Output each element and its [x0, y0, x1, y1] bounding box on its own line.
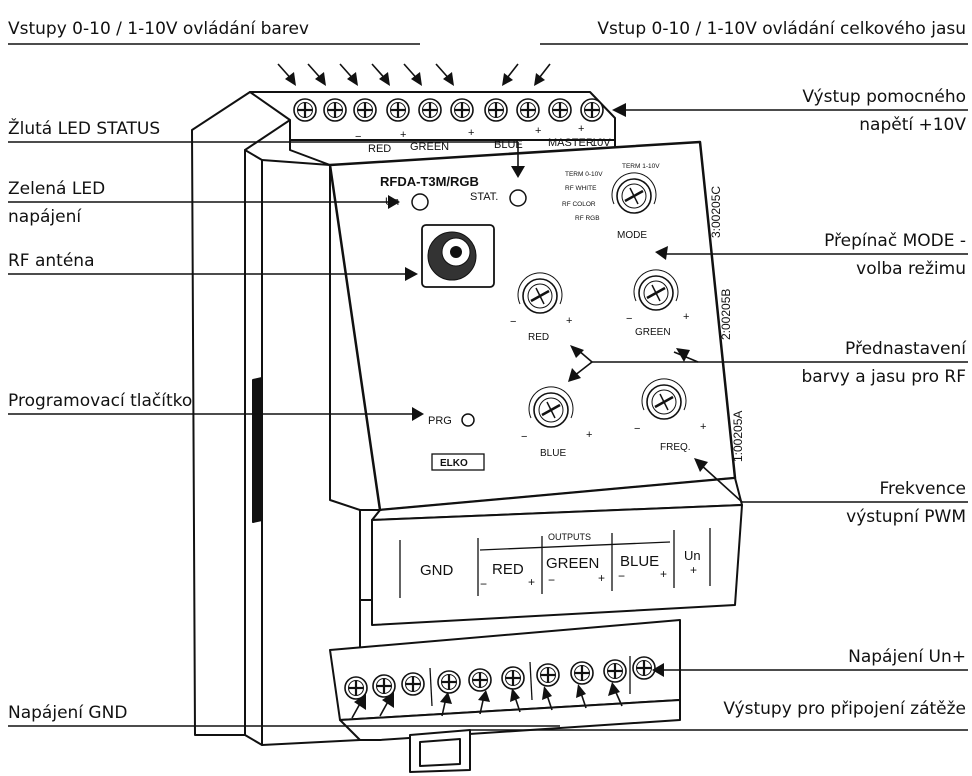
- callout-led-power-2: napájení: [8, 207, 82, 227]
- mode-option: TERM 1-10V: [622, 163, 660, 170]
- callout-freq-2: výstupní PWM: [846, 507, 966, 527]
- knob-plus: +: [700, 421, 706, 433]
- callout-color-inputs: Vstupy 0-10 / 1-10V ovládání barev: [8, 19, 309, 39]
- arrow-heads: [285, 72, 708, 710]
- output-labels: OUTPUTS GND RED GREEN BLUE Un − + − + − …: [420, 532, 701, 591]
- top-plus: +: [578, 123, 584, 135]
- callout-mode-2: volba režimu: [856, 259, 966, 279]
- knob-minus: −: [510, 316, 516, 328]
- callout-load-outputs: Výstupy pro připojení zátěže: [723, 699, 966, 719]
- rf-antenna: [421, 224, 495, 288]
- logo-text: ELKO: [440, 458, 468, 469]
- out-minus: −: [480, 577, 487, 591]
- knob-freq: FREQ. − +: [634, 377, 706, 453]
- knob-blue: BLUE − +: [521, 385, 592, 459]
- led-stat-label: STAT.: [470, 191, 498, 203]
- program-button: [461, 413, 475, 427]
- callout-prog-button: Programovací tlačítko: [8, 391, 193, 411]
- power-led: [411, 193, 429, 211]
- knob-plus: +: [586, 429, 592, 441]
- top-minus: −: [355, 131, 361, 143]
- callout-power-gnd: Napájení GND: [8, 703, 128, 723]
- mode-option: RF COLOR: [562, 201, 596, 208]
- top-label-10v: 10V: [591, 137, 611, 149]
- out-gnd: GND: [420, 562, 454, 579]
- out-minus: −: [548, 573, 555, 587]
- knob-plus: +: [683, 311, 689, 323]
- mode-switch: MODE TERM 0-10V TERM 1-10V RF WHITE RF C…: [562, 163, 660, 241]
- out-blue: BLUE: [620, 553, 659, 570]
- knob-red: RED − +: [510, 271, 572, 343]
- top-terminal-labels: RED GREEN BLUE MASTER 10V − + + + +: [355, 123, 611, 155]
- out-un: Un: [684, 548, 701, 563]
- output-label-strip: [399, 528, 711, 598]
- callout-brightness-input: Vstup 0-10 / 1-10V ovládání celkového ja…: [597, 19, 966, 39]
- out-plus: +: [690, 563, 697, 577]
- mode-option: RF WHITE: [565, 185, 597, 192]
- callout-rf-antenna: RF anténa: [8, 251, 95, 271]
- knob-plus: +: [566, 315, 572, 327]
- callout-preset-1: Přednastavení: [845, 339, 966, 359]
- callout-led-status: Žlutá LED STATUS: [8, 119, 161, 139]
- knob-green-label: GREEN: [635, 327, 671, 338]
- callout-power-plus: Napájení Un+: [848, 647, 966, 667]
- prg-label: PRG: [428, 415, 452, 427]
- out-plus: +: [598, 571, 605, 585]
- side-code-2: 2:00205B: [719, 289, 733, 340]
- top-plus: +: [468, 127, 474, 139]
- out-red: RED: [492, 561, 524, 578]
- mode-option: TERM 0-10V: [565, 171, 603, 178]
- knob-minus: −: [521, 431, 527, 443]
- knob-freq-label: FREQ.: [660, 442, 691, 453]
- callout-mode-1: Přepínač MODE -: [824, 231, 966, 251]
- mode-label: MODE: [617, 230, 647, 241]
- knob-blue-label: BLUE: [540, 448, 566, 459]
- top-label-red: RED: [368, 143, 391, 155]
- out-plus: +: [528, 575, 535, 589]
- side-code-1: 3:00205C: [709, 186, 723, 238]
- knob-green: GREEN − +: [626, 268, 689, 338]
- callout-aux-output-2: napětí +10V: [859, 115, 966, 135]
- callout-freq-1: Frekvence: [879, 479, 966, 499]
- knob-minus: −: [626, 313, 632, 325]
- side-code-3: 1:00205A: [731, 411, 745, 462]
- knob-red-label: RED: [528, 332, 549, 343]
- status-led: [509, 189, 527, 207]
- top-label-master: MASTER: [548, 137, 594, 149]
- model-name: RFDA-T3M/RGB: [380, 174, 479, 189]
- top-plus: +: [535, 125, 541, 137]
- out-plus: +: [660, 567, 667, 581]
- callout-aux-output-1: Výstup pomocného: [802, 87, 966, 107]
- knob-minus: −: [634, 423, 640, 435]
- out-minus: −: [618, 569, 625, 583]
- top-plus: +: [400, 129, 406, 141]
- outputs-title: OUTPUTS: [548, 532, 591, 542]
- callout-preset-2: barvy a jasu pro RF: [801, 367, 966, 387]
- elko-logo: ELKO: [431, 453, 485, 471]
- out-green: GREEN: [546, 555, 599, 572]
- front-panel: RFDA-T3M/RGB Un STAT. MODE TERM 0-10V TE…: [380, 163, 745, 471]
- mode-option: RF RGB: [575, 215, 600, 222]
- top-label-green: GREEN: [410, 141, 449, 153]
- callout-led-power-1: Zelená LED: [8, 179, 106, 199]
- bottom-terminals: [343, 655, 657, 707]
